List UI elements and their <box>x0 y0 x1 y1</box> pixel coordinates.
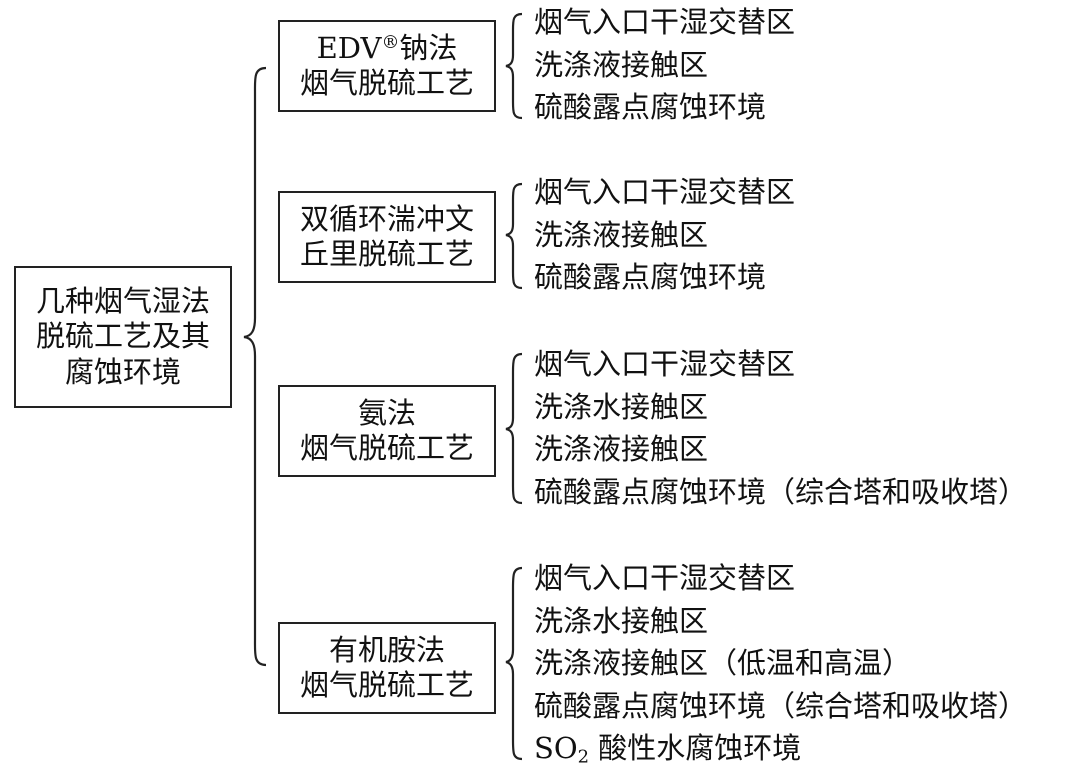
process-2-item: 烟气入口干湿交替区 <box>534 175 796 209</box>
main-brace <box>243 66 267 667</box>
process-1-item: 洗涤液接触区 <box>534 47 709 82</box>
process-box-4: 有机胺法 烟气脱硫工艺 <box>278 622 496 714</box>
brace-process-1 <box>505 12 523 120</box>
process-2-item: 洗涤液接触区 <box>534 217 709 252</box>
process-1-title-sodium: 钠法 <box>399 30 458 65</box>
process-4-item: 硫酸露点腐蚀环境（综合塔和吸收塔） <box>534 688 1028 723</box>
process-2-items: 烟气入口干湿交替区 洗涤液接触区 硫酸露点腐蚀环境 <box>534 171 795 299</box>
process-4-items: 烟气入口干湿交替区 洗涤水接触区 洗涤液接触区（低温和高温） 硫酸露点腐蚀环境（… <box>534 557 1027 770</box>
process-2-item: 硫酸露点腐蚀环境 <box>534 260 767 294</box>
process-4-item: 烟气入口干湿交替区 <box>534 561 796 595</box>
process-4-title-line-1: 有机胺法 <box>328 632 445 667</box>
process-box-3: 氨法 烟气脱硫工艺 <box>278 385 496 477</box>
brace-process-3 <box>505 352 523 505</box>
process-3-title-line-1: 氨法 <box>357 395 416 430</box>
process-2-title-line-1: 双循环湍冲文 <box>299 201 474 236</box>
process-1-item: 硫酸露点腐蚀环境 <box>534 90 767 124</box>
process-3-title-line-2: 烟气脱硫工艺 <box>299 431 474 465</box>
process-3-item: 洗涤液接触区 <box>534 432 709 466</box>
process-1-item: 烟气入口干湿交替区 <box>534 5 796 39</box>
process-1-title-line-1: EDV®钠法 <box>317 31 458 66</box>
process-2-title-line-2: 丘里脱硫工艺 <box>299 237 474 271</box>
brace-process-4 <box>505 566 523 761</box>
so2-suffix: 酸性水腐蚀环境 <box>589 731 802 765</box>
process-3-item: 烟气入口干湿交替区 <box>534 347 796 381</box>
process-1-items: 烟气入口干湿交替区 洗涤液接触区 硫酸露点腐蚀环境 <box>534 1 795 129</box>
process-4-title-line-2: 烟气脱硫工艺 <box>299 668 474 702</box>
process-1-title-line-2: 烟气脱硫工艺 <box>299 66 474 100</box>
root-line-2: 脱硫工艺及其 <box>35 319 210 354</box>
process-3-items: 烟气入口干湿交替区 洗涤水接触区 洗涤液接触区 硫酸露点腐蚀环境（综合塔和吸收塔… <box>534 343 1027 513</box>
brace-process-2 <box>505 182 523 290</box>
root-box: 几种烟气湿法 脱硫工艺及其 腐蚀环境 <box>14 266 232 408</box>
process-4-item: 洗涤液接触区（低温和高温） <box>534 646 912 680</box>
root-line-1: 几种烟气湿法 <box>35 283 210 318</box>
process-box-1: EDV®钠法 烟气脱硫工艺 <box>278 20 496 112</box>
process-4-item-so2: SO2 酸性水腐蚀环境 <box>534 727 1027 770</box>
process-box-2: 双循环湍冲文 丘里脱硫工艺 <box>278 191 496 283</box>
process-3-item: 硫酸露点腐蚀环境（综合塔和吸收塔） <box>534 474 1028 509</box>
process-3-item: 洗涤水接触区 <box>534 389 709 424</box>
root-line-3: 腐蚀环境 <box>64 354 181 389</box>
so2-prefix: SO <box>534 731 578 765</box>
registered-mark: ® <box>381 31 400 53</box>
process-4-item: 洗涤水接触区 <box>534 603 709 638</box>
so2-subscript: 2 <box>577 746 590 768</box>
process-1-title-edv: EDV <box>316 30 382 65</box>
